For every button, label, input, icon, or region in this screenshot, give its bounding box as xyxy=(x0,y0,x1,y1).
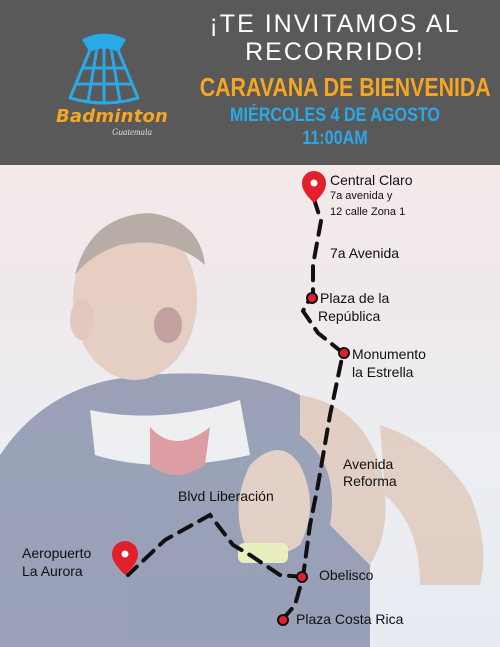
street-avenida-reforma-line2: Reforma xyxy=(343,473,397,489)
event-title: CARAVANA DE BIENVENIDA xyxy=(199,72,491,102)
stop-plaza-costa-rica: Plaza Costa Rica xyxy=(296,611,404,627)
header-banner: Badminton Guatemala ¡TE INVITAMOS AL REC… xyxy=(0,0,500,165)
street-7a-avenida: 7a Avenida xyxy=(330,245,400,261)
stop-dot-obelisco xyxy=(296,571,308,583)
route-line xyxy=(112,171,350,626)
stop-monumento-line2: la Estrella xyxy=(352,364,414,380)
invite-line-2: RECORRIDO! xyxy=(245,38,425,66)
street-avenida-reforma-line1: Avenida xyxy=(343,456,394,472)
logo-subtext: Guatemala xyxy=(112,127,152,137)
event-time: 11:00AM xyxy=(302,128,368,149)
end-aeropuerto-line1: Aeropuerto xyxy=(22,545,92,561)
end-marker-icon xyxy=(112,541,138,575)
route-map: Central Claro 7a avenida y 12 calle Zona… xyxy=(0,165,500,647)
badminton-player-photo xyxy=(0,213,484,647)
stop-dot-monumento-estrella xyxy=(338,347,350,359)
stop-monumento-line1: Monumento xyxy=(352,346,426,362)
logo-text: Badminton xyxy=(56,106,169,127)
shuttlecock-logo-icon xyxy=(68,33,140,105)
stop-dot-plaza-costa-rica xyxy=(277,614,289,626)
start-detail-1: 7a avenida y xyxy=(330,190,393,202)
start-detail-2: 12 calle Zona 1 xyxy=(330,206,406,218)
street-blvd-liberacion: Blvd Liberación xyxy=(178,488,274,504)
stop-obelisco: Obelisco xyxy=(319,567,374,583)
stop-dot-plaza-republica xyxy=(306,292,318,304)
start-marker-icon xyxy=(302,171,326,203)
invite-line-1: ¡TE INVITAMOS AL xyxy=(209,10,461,38)
stop-plaza-republica-line1: Plaza de la xyxy=(320,290,390,306)
event-date: MIÉRCOLES 4 DE AGOSTO xyxy=(229,105,440,126)
stop-plaza-republica-line2: República xyxy=(318,308,381,324)
start-name: Central Claro xyxy=(330,172,413,188)
end-aeropuerto-line2: La Aurora xyxy=(22,563,83,579)
